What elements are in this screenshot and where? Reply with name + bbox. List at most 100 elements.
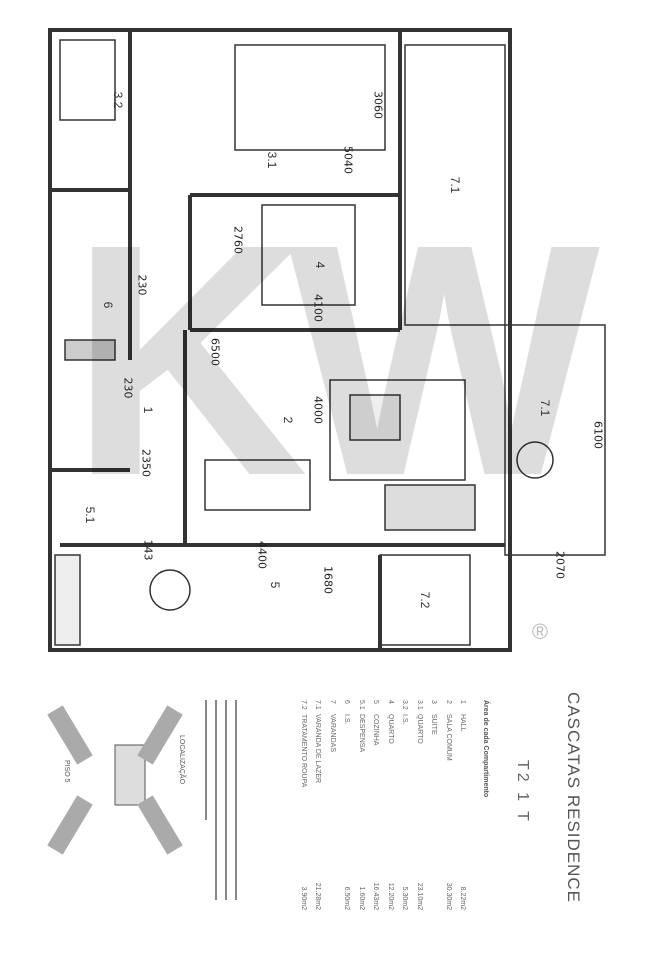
legend-num: 1 (459, 700, 467, 704)
legend-area: 23.10m2 (415, 882, 423, 910)
legend-name: SALA COMUM (444, 714, 452, 761)
site-plan-logo (47, 705, 183, 855)
outer-wall (48, 28, 512, 652)
dimension: 4100 (311, 294, 325, 322)
legend-num: 3.2 (401, 700, 409, 710)
legend-name: DESPENSA (357, 714, 365, 753)
legend-num: 7.2 (299, 700, 307, 710)
dimension: 5040 (341, 146, 355, 174)
dimension: 4400 (255, 541, 269, 569)
legend-area: 6.50m2 (343, 886, 351, 910)
legend-area: 12.20m2 (386, 882, 394, 910)
registered-mark: ® (531, 619, 549, 644)
legend-name: QUARTO (386, 714, 394, 744)
room-label: 1 (141, 406, 155, 414)
legend-num: 5.1 (357, 700, 365, 710)
unit-type: T2 1 T (514, 760, 531, 824)
legend-name: I.S. (401, 714, 409, 725)
legend-num: 6 (343, 700, 351, 704)
notes-line (235, 700, 237, 900)
legend-heading: Área de cada Compartimento (482, 700, 489, 798)
notes-line (225, 700, 227, 900)
room-label: 5.1 (83, 506, 97, 524)
bed-4 (261, 204, 356, 306)
floor-label: PISO 5 (63, 760, 70, 783)
bathtub (59, 39, 116, 121)
rug (329, 379, 466, 481)
balcony-table (516, 441, 554, 479)
legend-area: 8.22m2 (459, 886, 467, 910)
room-label: 5 (268, 581, 282, 589)
legend-num: 5 (372, 700, 380, 704)
legend-area: 5.30m2 (401, 886, 409, 910)
legend-name: QUARTO (415, 714, 423, 744)
watermark: KW (70, 175, 580, 544)
legend-area: 21.28m2 (314, 882, 322, 910)
balcony-71-top (404, 44, 506, 326)
dimension: 3060 (371, 91, 385, 119)
room-label: 7.1 (538, 399, 552, 417)
dimension: 6100 (591, 421, 605, 449)
notes-line (205, 700, 207, 820)
legend-num: 2 (444, 700, 452, 704)
legend-name: I.S. (343, 714, 351, 725)
room-label: 3.1 (265, 151, 279, 169)
dimension: 4000 (311, 396, 325, 424)
dimension: 143 (141, 539, 155, 561)
dimension: 2760 (231, 226, 245, 254)
legend-name: SUITE (430, 714, 438, 735)
legend-name: VARANDAS (328, 714, 336, 752)
room-label: 4 (313, 261, 327, 269)
legend-name: VARANDA DE LAZER (314, 714, 322, 784)
legend-name: HALL (459, 714, 467, 732)
sofa (384, 484, 476, 531)
dimension: 6500 (208, 338, 222, 366)
room-label: 7.1 (448, 176, 462, 194)
dimension: 2070 (553, 551, 567, 579)
location-label: LOCALIZAÇÃO (178, 735, 185, 785)
legend-area: 16.43m2 (372, 882, 380, 910)
bed-31 (234, 44, 386, 151)
room-label: 3.2 (111, 91, 125, 109)
dimension: 230 (135, 274, 149, 296)
legend-area: 1.60m2 (357, 886, 365, 910)
dimension: 230 (121, 377, 135, 399)
legend-area: 30.30m2 (444, 882, 452, 910)
project-title: CASCATAS RESIDENCE (564, 692, 583, 904)
dining-table (204, 459, 311, 511)
notes-line (215, 700, 217, 900)
room-label: 2 (281, 416, 295, 424)
kitchen-table (149, 569, 191, 611)
laundry-72 (379, 554, 471, 646)
legend-num: 3 (430, 700, 438, 704)
legend-area: 3.90m2 (299, 886, 307, 910)
legend-num: 7.1 (314, 700, 322, 710)
legend-num: 3.1 (415, 700, 423, 710)
shower (64, 339, 116, 361)
legend-name: COZINHA (372, 714, 380, 746)
room-label: 7.2 (418, 591, 432, 609)
armchair (349, 394, 401, 441)
kitchen-counter (54, 554, 81, 646)
balcony-71-bottom (504, 324, 606, 556)
dimension: 2350 (139, 449, 153, 477)
dimension: 1680 (321, 566, 335, 594)
room-label: 6 (101, 301, 115, 309)
legend-num: 4 (386, 700, 394, 704)
legend-name: TRATAMENTO ROUPA (299, 714, 307, 788)
legend-num: 7 (328, 700, 336, 704)
